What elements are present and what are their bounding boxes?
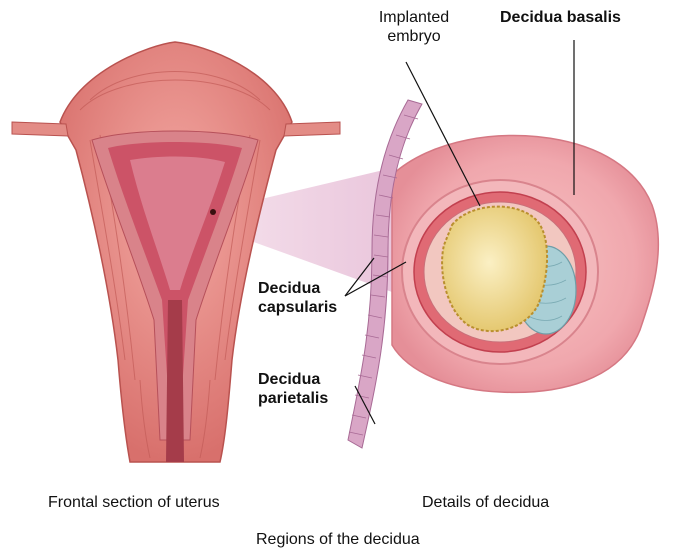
figure-title: Regions of the decidua xyxy=(256,530,420,549)
label-decidua-basalis: Decidua basalis xyxy=(500,8,621,27)
label-decidua-capsularis: Decidua capsularis xyxy=(258,279,337,317)
label-decidua-parietalis-line2: parietalis xyxy=(258,389,328,408)
implanted-embryo xyxy=(442,207,547,332)
uterus-frontal-section xyxy=(12,42,392,462)
label-implanted-embryo-line1: Implanted xyxy=(366,8,462,27)
implantation-site-dot xyxy=(210,209,216,215)
caption-frontal-section: Frontal section of uterus xyxy=(48,493,220,512)
label-decidua-parietalis: Decidua parietalis xyxy=(258,370,328,408)
label-decidua-capsularis-line2: capsularis xyxy=(258,298,337,317)
left-tube-stub xyxy=(12,122,68,136)
label-implanted-embryo: Implanted embryo xyxy=(366,8,462,46)
right-tube-stub xyxy=(284,122,340,136)
caption-details-decidua: Details of decidua xyxy=(422,493,549,512)
cervical-canal xyxy=(166,300,184,462)
label-decidua-capsularis-line1: Decidua xyxy=(258,279,337,298)
label-decidua-parietalis-line1: Decidua xyxy=(258,370,328,389)
label-implanted-embryo-line2: embryo xyxy=(366,27,462,46)
decidua-detail xyxy=(348,100,658,448)
